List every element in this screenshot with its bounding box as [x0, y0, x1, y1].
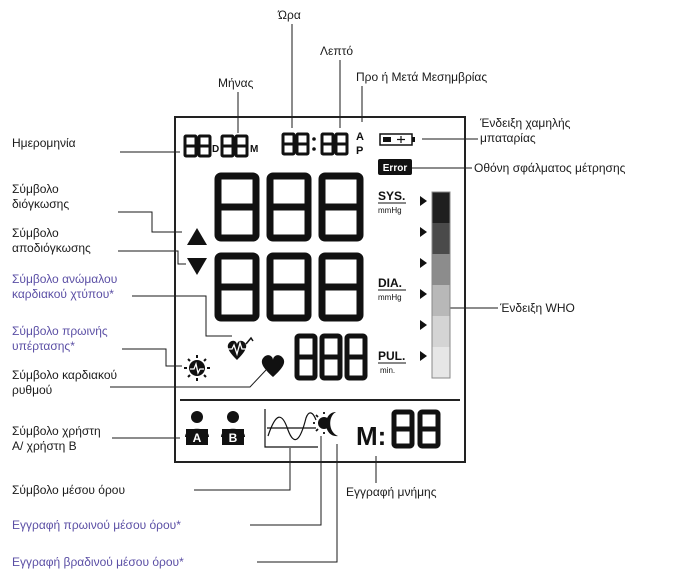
heart-icon — [261, 355, 285, 377]
lcd-frame — [174, 116, 466, 463]
error-text: Error — [383, 163, 408, 174]
who-bar — [431, 191, 451, 379]
day-marker: D — [212, 144, 219, 155]
battery-icon — [379, 133, 415, 146]
label-average: Σύμβολο μέσου όρου — [12, 483, 126, 497]
pulse-digits — [294, 333, 368, 381]
label-error-screen: Οθόνη σφάλματος μέτρησης — [474, 161, 626, 175]
label-who: Ένδειξη WHO — [500, 301, 575, 315]
who-level-segment — [432, 192, 450, 223]
dia-unit: mmHg — [378, 293, 402, 302]
user-a-text: A — [193, 431, 202, 445]
dia-digits — [214, 252, 364, 322]
label-date: Ημερομηνία — [12, 136, 76, 150]
irregular-heartbeat-icon — [227, 336, 254, 360]
dia-label: DIA. — [378, 276, 402, 290]
error-badge — [378, 159, 412, 175]
sun-wave-icon — [184, 355, 210, 381]
date-digits — [183, 132, 349, 158]
label-morning-hypertension: Σύμβολο πρωινής υπέρτασης* — [12, 324, 108, 353]
who-level-segment — [432, 223, 450, 254]
label-evening-average: Εγγραφή βραδινού μέσου όρου* — [12, 555, 184, 569]
average-graph-icon — [264, 409, 318, 448]
who-level-segment — [432, 285, 450, 316]
who-arrow-icons — [420, 196, 427, 361]
am-marker: A — [356, 131, 364, 143]
who-level-segment — [432, 254, 450, 285]
sun-moon-icon — [313, 412, 338, 437]
memory-marker: M: — [356, 421, 386, 451]
sys-unit: mmHg — [378, 206, 402, 215]
sys-label: SYS. — [378, 189, 405, 203]
memory-digits — [391, 409, 441, 449]
sys-digits — [214, 172, 364, 242]
user-b-text: B — [229, 431, 238, 445]
deflation-arrow-icon — [187, 258, 207, 275]
user-b-icon — [221, 411, 245, 445]
month-marker: M — [250, 144, 258, 155]
who-level-segment — [432, 316, 450, 347]
pul-unit: min. — [380, 366, 395, 375]
user-a-icon — [185, 411, 209, 445]
label-am-pm: Προ ή Μετά Μεσημβρίας — [356, 70, 488, 84]
label-memory: Εγγραφή μνήμης — [346, 485, 437, 499]
label-heart-rhythm: Σύμβολο καρδιακού ρυθμού — [12, 368, 118, 397]
label-month: Μήνας — [218, 76, 254, 90]
pm-marker: P — [356, 145, 363, 157]
label-deflation: Σύμβολο αποδιόγκωσης — [12, 226, 91, 255]
label-low-battery: Ένδειξη χαμηλής μπαταρίας — [480, 116, 571, 145]
inflation-arrow-icon — [187, 228, 207, 245]
label-irregular-heartbeat: Σύμβολο ανώμαλου καρδιακού χτύπου* — [12, 272, 118, 301]
label-minute: Λεπτό — [320, 44, 354, 58]
label-hour: Ώρα — [278, 8, 301, 22]
label-inflation: Σύμβολο διόγκωσης — [12, 182, 70, 211]
label-user: Σύμβολο χρήστη A/ χρήστη B — [12, 424, 101, 453]
who-bar-frame — [431, 191, 451, 379]
label-morning-average: Εγγραφή πρωινού μέσου όρου* — [12, 518, 181, 532]
pul-label: PUL. — [378, 349, 405, 363]
who-level-segment — [432, 347, 450, 378]
